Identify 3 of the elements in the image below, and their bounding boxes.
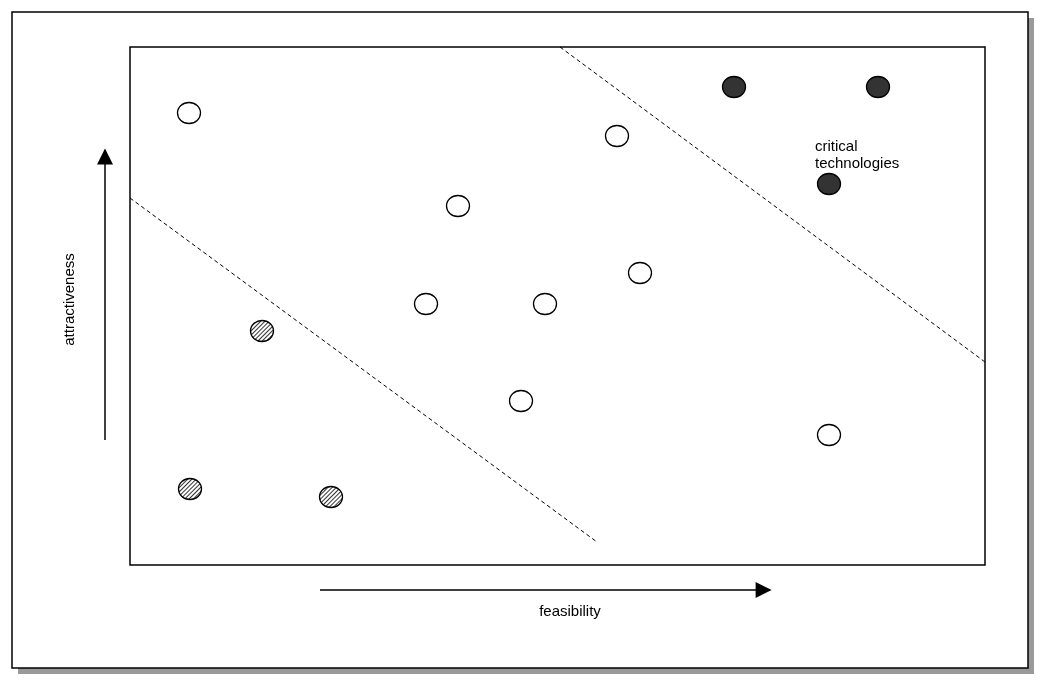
- axis-label: feasibility: [538, 602, 602, 619]
- axis-label: attractiveness: [59, 252, 77, 348]
- group-label: critical technologies: [815, 137, 901, 171]
